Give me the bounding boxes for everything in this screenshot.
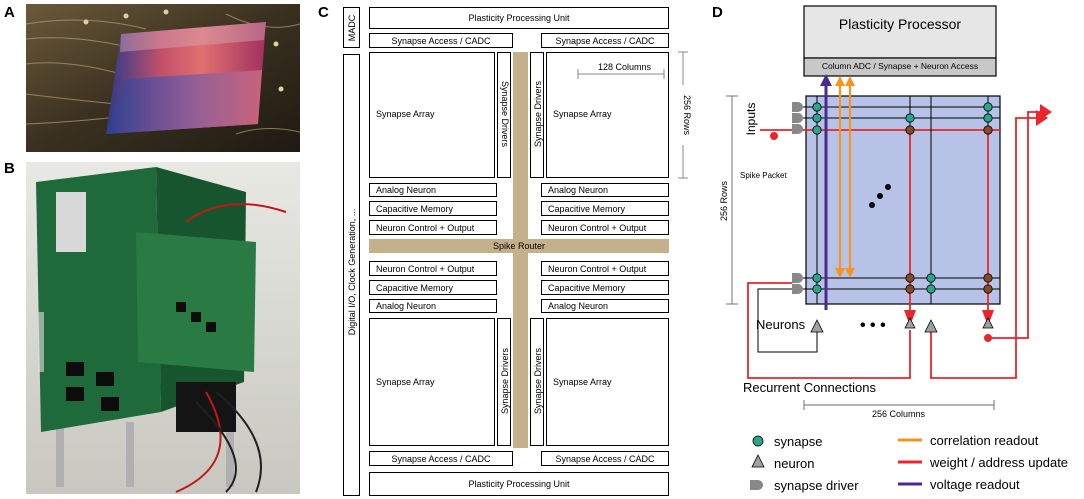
capacitive-memory-upper-left: Capacitive Memory: [369, 201, 497, 216]
capacitive-memory-label: Capacitive Memory: [376, 282, 454, 293]
capacitive-memory-lower-left: Capacitive Memory: [369, 280, 497, 295]
chip-photo: [26, 4, 300, 152]
analog-neuron-lower-right: Analog Neuron: [541, 299, 669, 313]
synapse-access-top-right: Synapse Access / CADC: [541, 33, 669, 48]
neuron-control-label: Neuron Control + Output: [376, 222, 475, 233]
ppu-bottom: Plasticity Processing Unit: [369, 472, 669, 496]
digital-io-label: Digital I/O, Clock Generation, ...: [347, 208, 357, 336]
capacitive-memory-label: Capacitive Memory: [548, 282, 626, 293]
synapse-drivers-upper-left: Synapse Drivers: [497, 52, 511, 178]
rows-d-label: 256 Rows: [719, 179, 729, 223]
ppu-top-label: Plasticity Processing Unit: [468, 13, 570, 23]
analog-neuron-upper-left: Analog Neuron: [369, 183, 497, 197]
synapse-drivers-label: Synapse Drivers: [533, 80, 543, 148]
madc-block: MADC: [343, 7, 360, 48]
columns-d-label: 256 Columns: [872, 409, 926, 419]
synapse-access-label: Synapse Access / CADC: [391, 35, 491, 46]
neurons-label: Neurons: [756, 317, 806, 332]
panel-label-a: A: [4, 4, 15, 21]
neuron-control-label: Neuron Control + Output: [548, 263, 647, 274]
array-area: [805, 95, 1001, 305]
synapse-array-upper-right: Synapse Array: [546, 52, 669, 178]
synapse-access-top-left: Synapse Access / CADC: [369, 33, 513, 48]
columns-dimension: [577, 69, 665, 79]
synapse-array-lower-left: Synapse Array: [369, 318, 495, 446]
analog-neuron-label: Analog Neuron: [376, 185, 437, 195]
panel-label-d: D: [712, 4, 723, 21]
analog-neuron-label: Analog Neuron: [548, 301, 609, 311]
panel-label-b: B: [4, 160, 15, 177]
ppu-top: Plasticity Processing Unit: [369, 7, 669, 29]
neuron-control-upper-right: Neuron Control + Output: [541, 220, 669, 235]
synapse-array-upper-left: Synapse Array: [369, 52, 495, 178]
legend-synapse-symbol: [752, 435, 764, 447]
synapse-access-label: Synapse Access / CADC: [391, 453, 491, 464]
spike-packet-label: Spike Packet: [740, 171, 787, 180]
inputs-label: Inputs: [744, 102, 758, 136]
synapse-access-label: Synapse Access / CADC: [555, 35, 655, 46]
synapse-drivers-label: Synapse Drivers: [500, 347, 510, 415]
synapse-drivers-upper-right: Synapse Drivers: [530, 52, 544, 178]
legend-driver-label: synapse driver: [774, 478, 859, 493]
processor-access-label: Column ADC / Synapse + Neuron Access: [821, 61, 979, 71]
neuron-control-lower-left: Neuron Control + Output: [369, 261, 497, 276]
synapse-drivers-lower-left: Synapse Drivers: [497, 318, 511, 446]
neuron-control-lower-right: Neuron Control + Output: [541, 261, 669, 276]
ppu-bottom-label: Plasticity Processing Unit: [468, 479, 570, 489]
neuron-control-upper-left: Neuron Control + Output: [369, 220, 497, 235]
analog-neuron-lower-left: Analog Neuron: [369, 299, 497, 313]
schematic-drawing: • • •: [726, 5, 1052, 490]
capacitive-memory-upper-right: Capacitive Memory: [541, 201, 669, 216]
synapse-array-label: Synapse Array: [553, 109, 612, 119]
synapse-drivers-label: Synapse Drivers: [533, 347, 543, 415]
board-photo-drawing: [26, 162, 300, 494]
analog-neuron-label: Analog Neuron: [376, 301, 437, 311]
capacitive-memory-label: Capacitive Memory: [376, 203, 454, 214]
synapse-access-label: Synapse Access / CADC: [555, 453, 655, 464]
synapse-array-lower-right: Synapse Array: [546, 318, 669, 446]
panel-label-c: C: [318, 4, 329, 21]
analog-neuron-label: Analog Neuron: [548, 185, 609, 195]
spike-router-label: Spike Router: [492, 241, 546, 251]
board-photo: [26, 162, 300, 494]
legend-voltage-label: voltage readout: [930, 477, 1020, 492]
spike-router-bar: Spike Router: [369, 239, 669, 253]
legend-neuron-symbol: [751, 454, 765, 468]
legend-synapse-label: synapse: [774, 434, 823, 449]
legend-correlation-label: correlation readout: [930, 433, 1039, 448]
capacitive-memory-label: Capacitive Memory: [548, 203, 626, 214]
synapse-access-bottom-left: Synapse Access / CADC: [369, 451, 513, 466]
plasticity-processor-box: [803, 5, 997, 59]
capacitive-memory-lower-right: Capacitive Memory: [541, 280, 669, 295]
legend-driver-symbol: [750, 480, 763, 490]
synapse-drivers-label: Synapse Drivers: [500, 80, 510, 148]
synapse-access-bottom-right: Synapse Access / CADC: [541, 451, 669, 466]
neuron-control-label: Neuron Control + Output: [548, 222, 647, 233]
neuron-control-label: Neuron Control + Output: [376, 263, 475, 274]
synapse-array-label: Synapse Array: [376, 377, 435, 387]
legend-neuron-label: neuron: [774, 456, 815, 471]
processor-access-box: [803, 57, 997, 77]
spike-packet-dot: [770, 132, 778, 140]
digital-io-block: Digital I/O, Clock Generation, ...: [343, 54, 360, 496]
synapse-array-label: Synapse Array: [376, 109, 435, 119]
recurrent-label: Recurrent Connections: [743, 380, 876, 395]
madc-label: MADC: [347, 14, 357, 42]
rows-label: 256 Rows: [682, 85, 692, 145]
columns-label: 128 Columns: [598, 62, 652, 72]
chip-photo-drawing: [26, 4, 300, 152]
legend-weight-label: weight / address update: [930, 455, 1069, 470]
neurons-ellipsis: • • •: [860, 317, 886, 334]
analog-neuron-upper-right: Analog Neuron: [541, 183, 669, 197]
synapse-drivers-lower-right: Synapse Drivers: [530, 318, 544, 446]
synapse-array-label: Synapse Array: [553, 377, 612, 387]
processor-title: Plasticity Processor: [838, 16, 962, 32]
